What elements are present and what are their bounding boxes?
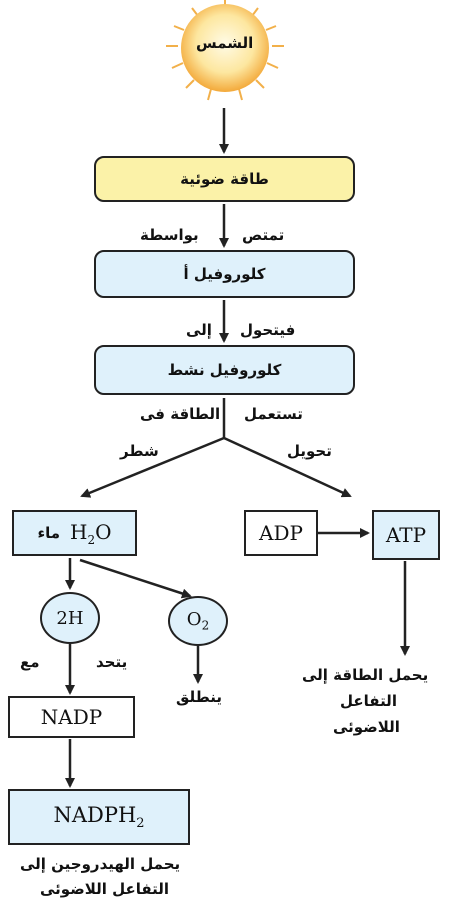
adp-box: ADP [244,510,318,556]
arrow-to-adp [223,436,352,498]
nadp-box: NADP [8,696,135,738]
sun-icon [166,0,284,101]
arrow-to-water [80,436,225,498]
water-box: ماء H2O [12,510,137,556]
label-combines: يتحد [96,653,128,671]
atp-note-line3: اللاضوئى [333,718,400,736]
label-convert: تحويل [287,442,332,460]
active-chlorophyll-box: كلوروفيل نشط [94,345,355,395]
adp-label: ADP [259,521,303,545]
nadph-label: NADPH2 [53,802,145,832]
light-energy-label: طاقة ضوئية [180,170,269,188]
light-energy-box: طاقة ضوئية [94,156,355,202]
nadph-note-line2: التفاعل اللاضوئى [40,880,170,898]
label-absorbs: تمتص [242,226,285,244]
water-arabic-label: ماء [37,524,61,542]
label-transforms: فيتحول [240,321,296,339]
nadph-box: NADPH2 [8,789,190,845]
active-chlorophyll-label: كلوروفيل نشط [167,361,282,379]
sun-label: الشمس [196,34,254,52]
arrow-water-to-o2 [79,558,192,599]
label-split: شطر [120,442,159,460]
label-to: إلى [186,321,212,339]
label-by-means: بواسطة [140,226,199,244]
water-formula: H2O [70,519,112,547]
two-h-circle: 2H [40,592,100,644]
chlorophyll-a-box: كلوروفيل أ [94,250,355,298]
o2-label: O2 [186,609,210,633]
chlorophyll-a-label: كلوروفيل أ [183,265,266,283]
atp-note-line1: يحمل الطاقة إلى [302,666,429,684]
label-energy-in: الطاقة فى [140,405,221,423]
nadp-label: NADP [40,705,103,729]
o2-circle: O2 [168,596,228,646]
label-released: ينطلق [176,688,223,706]
label-with: مع [20,653,40,671]
nadph-note-line1: يحمل الهيدروجين إلى [20,855,181,873]
label-uses: تستعمل [244,405,303,423]
atp-note-line2: التفاعل [340,692,397,710]
atp-box: ATP [372,510,440,560]
two-h-label: 2H [56,607,84,629]
atp-label: ATP [385,523,427,547]
